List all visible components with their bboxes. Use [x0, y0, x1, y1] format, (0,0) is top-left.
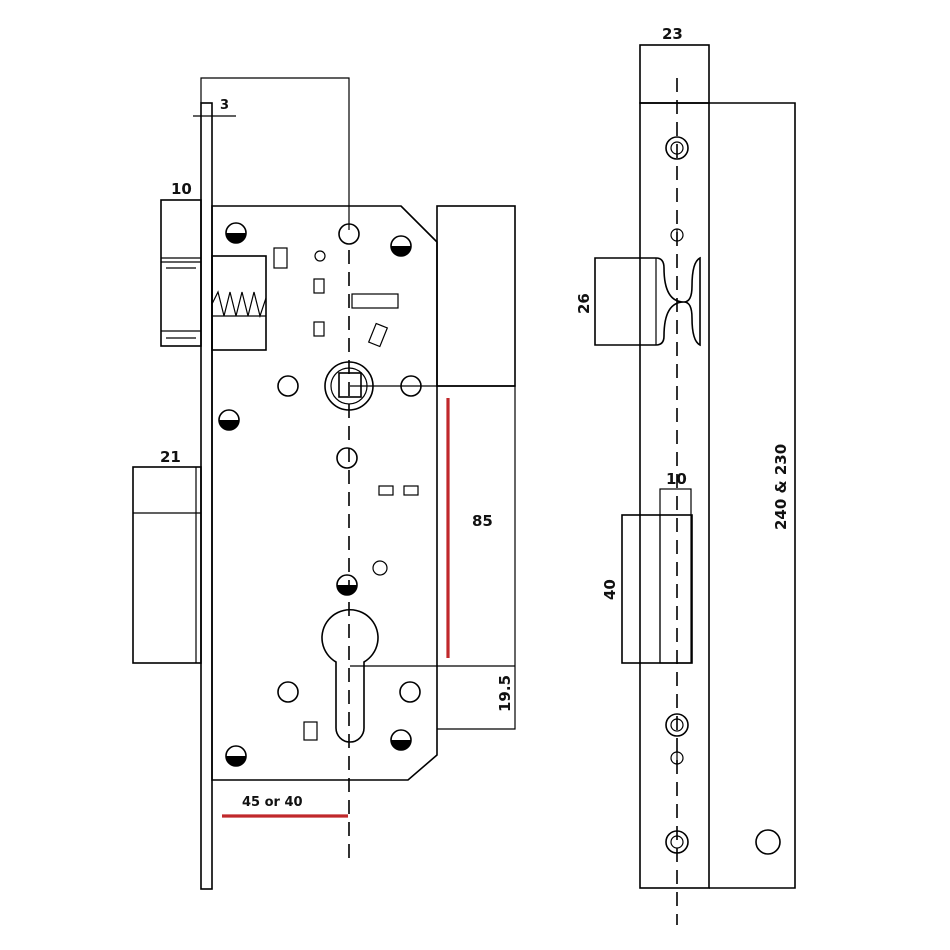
hole	[372, 560, 388, 576]
screw	[336, 574, 358, 596]
dim-faceplate-length: 240 & 230	[772, 444, 790, 530]
dim-cylinder-offset: 19.5	[496, 675, 514, 712]
cylinder-cutout	[321, 608, 379, 743]
spindle-square	[338, 372, 362, 398]
latch-bolt	[160, 199, 202, 347]
slot	[313, 278, 325, 294]
slot	[273, 247, 288, 269]
screw	[225, 745, 247, 767]
top-frame-line	[200, 77, 350, 230]
hole	[277, 375, 299, 397]
dim-latch-height: 26	[575, 293, 593, 314]
screw	[225, 222, 247, 244]
dim-handle-to-cylinder: 85	[472, 512, 493, 530]
front-view: 23 26 40 10 240 & 230	[575, 25, 796, 925]
slot	[367, 322, 389, 348]
slide-bar	[351, 293, 399, 309]
faceplate-side	[200, 102, 213, 890]
dim-deadbolt-height: 40	[601, 579, 619, 600]
faceplate-screw-hole	[665, 713, 689, 737]
dim-faceplate-thickness: 3	[220, 98, 229, 113]
hole	[314, 250, 326, 262]
dim-faceplate-width: 23	[662, 25, 683, 43]
side-plate	[709, 102, 796, 889]
screw	[390, 235, 412, 257]
hole	[400, 375, 422, 397]
slot	[313, 321, 325, 337]
spring	[211, 290, 267, 319]
small-screw	[670, 751, 684, 765]
side-plate-hole	[755, 829, 781, 855]
slot	[303, 721, 318, 741]
side-view: 3 10 21	[132, 77, 516, 890]
dim-deadbolt-width-front: 10	[666, 470, 687, 488]
hole	[336, 447, 358, 469]
screw	[390, 729, 412, 751]
faceplate-front	[639, 102, 710, 889]
dim-latch-depth: 10	[171, 180, 192, 198]
deadbolt-width-marker	[659, 488, 692, 664]
dim-deadbolt-depth: 21	[160, 448, 181, 466]
hole	[338, 223, 360, 245]
hole	[399, 681, 421, 703]
offset-box	[437, 666, 516, 730]
dim-backset: 45 or 40	[242, 795, 303, 810]
small-screw	[670, 228, 684, 242]
faceplate-top-tab	[639, 44, 710, 104]
deadbolt	[132, 466, 202, 664]
latch-bolt-front	[594, 256, 701, 347]
slot	[403, 485, 419, 496]
hole	[277, 681, 299, 703]
chamfer-line	[400, 205, 435, 240]
faceplate-screw-hole	[665, 136, 689, 160]
screw	[218, 409, 240, 431]
faceplate-screw-hole	[665, 830, 689, 854]
slot	[378, 485, 394, 496]
backset-box-upper	[436, 205, 516, 387]
deadbolt-front	[621, 514, 693, 664]
